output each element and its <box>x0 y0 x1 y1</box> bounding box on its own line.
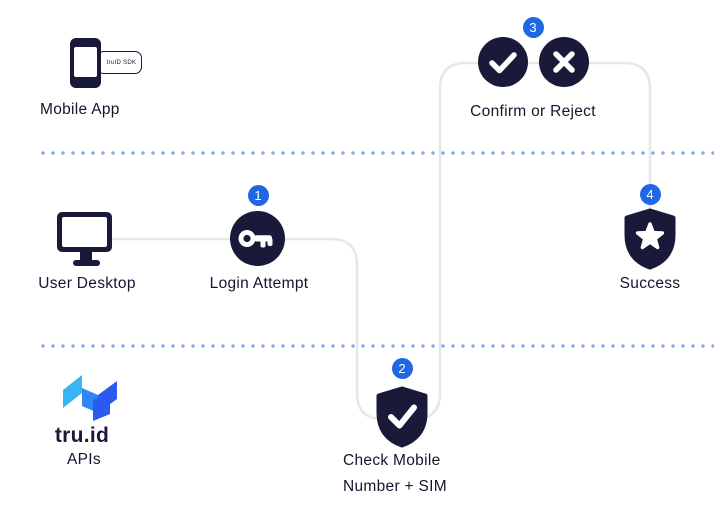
phone-screen <box>74 47 97 77</box>
desktop-stand-base <box>73 260 100 266</box>
lane-divider-mobile-desktop <box>38 151 714 155</box>
check-mobile-label-line1: Check Mobile <box>343 452 441 469</box>
step-3-badge: 3 <box>522 16 544 38</box>
shield-check-icon <box>376 386 428 448</box>
check-mobile-label-line2: Number + SIM <box>343 478 447 495</box>
mobile-app-label: Mobile App <box>40 101 120 118</box>
login-attempt-label: Login Attempt <box>209 275 309 292</box>
sdk-tag: truID SDK <box>97 51 142 74</box>
success-label: Success <box>619 275 681 292</box>
flow-connector-path <box>112 61 652 421</box>
apis-label: APIs <box>67 451 101 468</box>
reject-circle <box>539 37 589 87</box>
confirm-or-reject-label: Confirm or Reject <box>470 103 596 120</box>
desktop-stand-neck <box>80 252 92 261</box>
shield-star-icon <box>624 208 676 270</box>
mobile-phone-icon <box>70 38 101 88</box>
login-attempt-node <box>230 211 285 266</box>
key-icon <box>238 230 273 248</box>
sdk-tag-label: truID SDK <box>106 59 137 66</box>
truid-logo-mark <box>63 375 117 421</box>
confirm-circle <box>478 37 528 87</box>
cross-circle-icon <box>553 51 575 73</box>
check-mobile-label: Check Mobile Number + SIM <box>343 448 447 500</box>
step-2-badge: 2 <box>391 357 413 379</box>
truid-wordmark: tru.id <box>54 424 110 447</box>
step-4-badge: 4 <box>639 183 661 205</box>
user-desktop-label: User Desktop <box>38 275 136 292</box>
lane-divider-desktop-api <box>38 344 714 348</box>
desktop-screen <box>62 217 107 247</box>
step-1-badge: 1 <box>247 184 269 206</box>
check-circle-icon <box>489 52 517 74</box>
desktop-icon <box>57 212 112 252</box>
